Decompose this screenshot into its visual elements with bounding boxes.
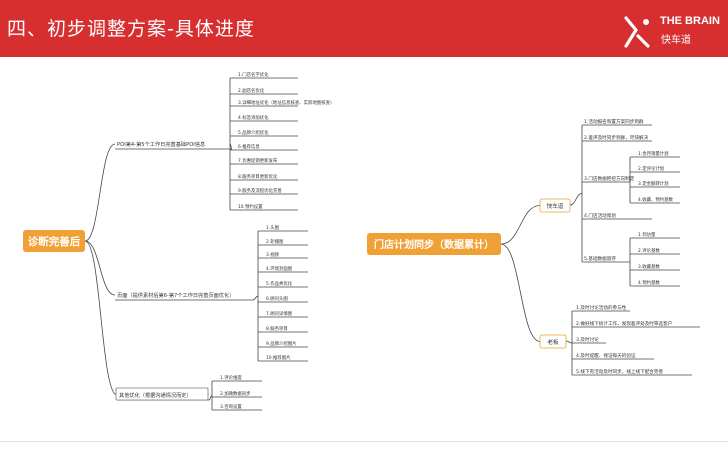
left-branch-connector xyxy=(84,143,116,242)
left-leaf-connector xyxy=(252,295,259,301)
left-leaf-item: 4.环境封面图 xyxy=(266,265,293,272)
right-branch-connector xyxy=(500,243,541,342)
right-item-label: 5.线下有活动及时同步，线上线下配合完善 xyxy=(576,368,663,375)
right-item-label: 4.及时提醒、保证每天的验证 xyxy=(576,352,636,359)
left-leaf-item: 4.标签添加优化 xyxy=(238,114,269,121)
right-item-label: 1.及时讨论活动的参与性 xyxy=(576,304,627,311)
right-subitem: 2.评论基数 xyxy=(638,247,660,254)
left-leaf-item: 5.品牌介绍优化 xyxy=(238,129,269,136)
left-leaf-item: 2.副店名优化 xyxy=(238,87,265,94)
right-item-label: 1.活动报名和置方案同步到群 xyxy=(584,118,644,125)
right-item-label: 2.做好线下统计工作，发现差评处及时筛选客户 xyxy=(576,320,672,327)
left-root-node xyxy=(23,230,85,252)
left-branch-box xyxy=(115,387,209,401)
brand-name: THE BRAIN xyxy=(660,15,720,27)
right-branch-label: 快车道 xyxy=(547,202,564,210)
right-subitem: 4.预约基数 xyxy=(638,279,660,286)
left-branch-connector xyxy=(84,240,116,296)
left-branch-label: POI第4-第5个工作日完善基础POI信息 xyxy=(117,140,205,148)
left-leaf-connector xyxy=(208,395,213,401)
right-branch-box xyxy=(539,334,567,349)
page-title: 四、初步调整方案-具体进度 xyxy=(7,18,255,40)
nodes: 诊断完善后 POI第4-第5个工作日完善基础POI信息 1.门店名字优化 2.副店名优… xyxy=(23,71,674,410)
right-item-connector xyxy=(565,340,573,344)
left-branch-label: 页面（提供素材后第6-第7个工作日完善页面优化） xyxy=(117,291,234,299)
left-leaf-item: 1.评论维度 xyxy=(220,374,242,381)
right-item-label: 4.门店活动策划 xyxy=(584,212,616,219)
header-bar: 四、初步调整方案-具体进度 THE BRAIN 快车道 xyxy=(0,0,728,57)
right-item-label: 5.基础数据留存 xyxy=(584,255,616,262)
right-item-label: 3.门店数据把控方向制定 xyxy=(584,175,635,182)
right-item-connector xyxy=(569,193,583,206)
left-leaf-item: 8.服务项目 xyxy=(266,325,288,332)
right-subitem: 1.到访量 xyxy=(638,231,656,238)
left-leaf-item: 1.门店名字优化 xyxy=(238,71,269,78)
logo-mark-icon xyxy=(624,16,650,48)
right-branch-label: 老板 xyxy=(547,338,559,346)
left-leaf-item: 6.推荐信息 xyxy=(238,143,260,150)
left-leaf-item: 3.咨询设置 xyxy=(220,403,242,410)
left-leaf-item: 10.预约设置 xyxy=(238,203,263,210)
right-subitem: 1.金月销量计划 xyxy=(638,150,669,157)
brand-logo xyxy=(622,16,726,48)
left-branch-connector xyxy=(84,240,118,396)
right-root-node xyxy=(367,233,501,255)
left-leaf-item: 5.作品秀优化 xyxy=(266,280,293,287)
right-subitem: 4.收藏、预约基数 xyxy=(638,196,674,203)
left-leaf-item: 8.服务项目更新优化 xyxy=(238,173,278,180)
right-subitem: 3.定金额转计划 xyxy=(638,180,669,187)
left-leaf-item: 10.推荐图片 xyxy=(266,354,291,361)
right-branch-connector xyxy=(500,205,541,245)
brand-subtitle: 快车道 xyxy=(661,35,691,46)
left-leaf-item: 9.服务及流程优化完善 xyxy=(238,187,282,194)
right-subitem: 2.定评论计划 xyxy=(638,165,664,172)
left-leaf-item: 2.加微数据同步 xyxy=(220,390,251,397)
left-leaf-item: 2.轮播图 xyxy=(266,238,284,245)
left-leaf-item: 9.品牌介绍图片 xyxy=(266,340,297,347)
left-branch-label: 其他优化（根据沟通情况而定） xyxy=(119,391,192,399)
left-leaf-item: 7.优惠促销更新发布 xyxy=(238,157,278,164)
right-root-label: 门店计划同步（数据累计） xyxy=(374,238,494,251)
footer-divider xyxy=(0,441,728,442)
right-item-label: 2.差评及时同步到群，尽快解决 xyxy=(584,134,649,141)
left-root-label: 诊断完善后 xyxy=(28,235,81,248)
right-subitem: 3.收藏基数 xyxy=(638,263,660,270)
left-leaf-item: 1.头图 xyxy=(266,224,280,231)
left-leaf-item: 3.详细地址优化（地址信息核查、实际地图核查） xyxy=(238,99,334,106)
left-leaf-item: 3.视频 xyxy=(266,251,280,258)
left-leaf-item: 6.顾问头图 xyxy=(266,295,288,302)
right-branch-box xyxy=(539,198,571,213)
left-leaf-item: 7.顾问详情图 xyxy=(266,310,293,317)
connectors xyxy=(84,77,700,411)
right-item-label: 3.及时讨论 xyxy=(576,336,599,343)
